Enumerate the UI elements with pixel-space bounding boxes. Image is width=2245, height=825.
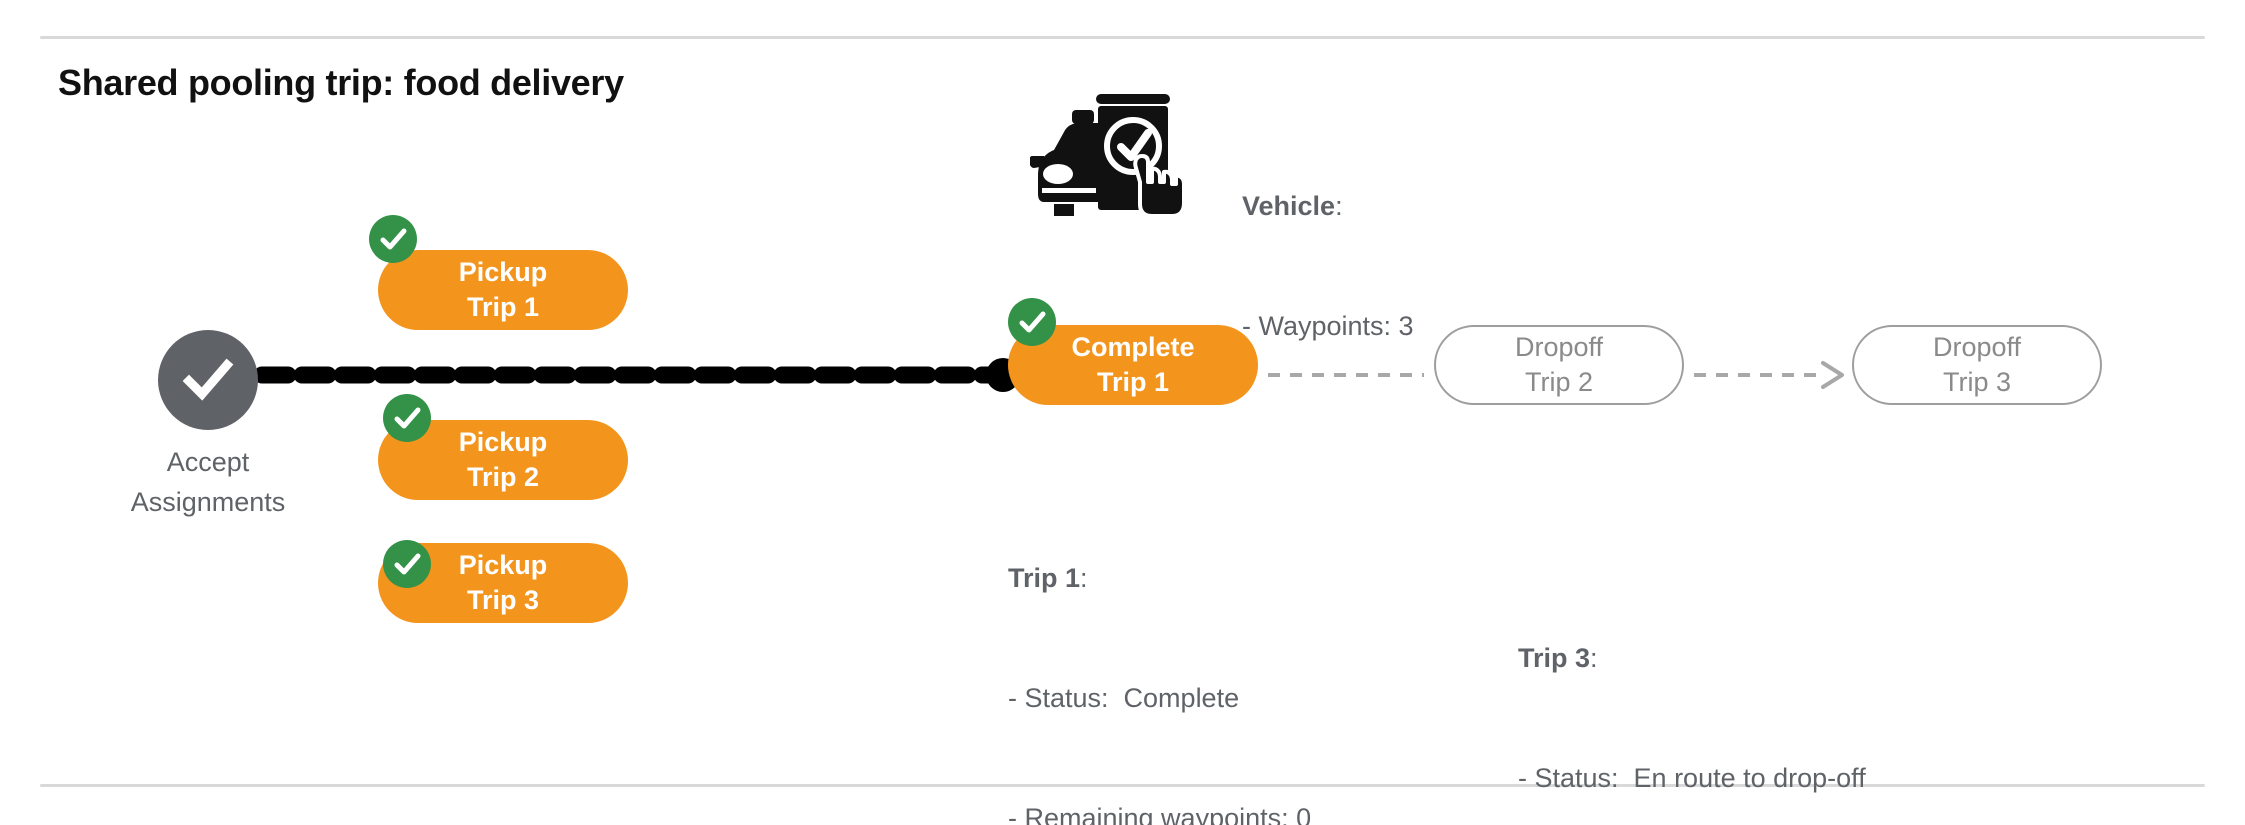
trip-1-status: - Status: Complete (1008, 683, 1240, 713)
pickup-trip-1-check-badge-icon (369, 215, 417, 263)
vehicle-info-heading-row: Vehicle: (1242, 186, 1414, 226)
vehicle-phone-check-icon (1030, 94, 1186, 216)
trip-details-left-block: Trip 1: - Status: Complete - Remaining w… (1008, 478, 1356, 825)
dropoff-trip-3-line1: Dropoff (1932, 332, 2022, 362)
pickup-trip-1-line1: Pickup (458, 257, 548, 287)
dropoff-trip-3-line2: Trip 3 (1942, 367, 2011, 397)
top-divider (40, 36, 2205, 39)
complete-trip-1-line1: Complete (1071, 332, 1195, 362)
pickup-trip-1-node[interactable]: Pickup Trip 1 (378, 250, 628, 330)
accept-assignments-label-line1: Accept (166, 447, 250, 477)
pickup-trip-3-line2: Trip 3 (466, 585, 540, 615)
complete-trip-1-node[interactable]: Complete Trip 1 (1008, 325, 1258, 405)
pickup-trip-3-line1: Pickup (458, 550, 548, 580)
pickup-trip-2-line2: Trip 2 (466, 462, 540, 492)
pickup-trip-2-check-badge-icon (383, 394, 431, 442)
dropoff-trip-2-line2: Trip 2 (1524, 367, 1593, 397)
vehicle-info-heading-suffix: : (1335, 191, 1343, 221)
bottom-divider (40, 784, 2205, 787)
accept-assignments-label: Accept Assignments (88, 442, 328, 522)
complete-trip-1-check-badge-icon (1008, 298, 1056, 346)
check-icon (394, 407, 421, 429)
pickup-trip-2-node[interactable]: Pickup Trip 2 (378, 420, 628, 500)
check-icon (380, 228, 407, 250)
trip-1-heading-suffix: : (1080, 563, 1088, 593)
trip-details-right-block: Trip 3: - Status: En route to drop-off -… (1518, 558, 1866, 825)
vehicle-info-waypoints: - Waypoints: 3 (1242, 311, 1414, 341)
complete-trip-1-line2: Trip 1 (1096, 367, 1170, 397)
accept-assignments-label-line2: Assignments (130, 487, 286, 517)
vehicle-info-heading: Vehicle (1242, 191, 1336, 221)
check-icon (394, 553, 421, 575)
trip-3-heading-row: Trip 3: (1518, 638, 1866, 678)
trip-3-heading: Trip 3 (1518, 643, 1591, 673)
trip-1-heading-row: Trip 1: (1008, 558, 1356, 598)
trip-3-status: - Status: En route to drop-off (1518, 763, 1866, 793)
vehicle-info-block: Vehicle: - Waypoints: 3 (1242, 106, 1414, 426)
check-icon (1019, 311, 1046, 333)
dropoff-trip-3-node[interactable]: Dropoff Trip 3 (1852, 325, 2102, 405)
trip-1-waypoints: - Remaining waypoints: 0 (1008, 803, 1312, 825)
dropoff-trip-2-line1: Dropoff (1514, 332, 1604, 362)
pickup-trip-3-check-badge-icon (383, 540, 431, 588)
check-circle-icon (182, 358, 234, 401)
trip-1-heading: Trip 1 (1008, 563, 1081, 593)
page-title: Shared pooling trip: food delivery (58, 62, 624, 103)
accept-assignments-circle (158, 330, 258, 430)
pickup-trip-2-line1: Pickup (458, 427, 548, 457)
accept-assignments-node[interactable] (158, 330, 258, 430)
arrowhead-icon (1821, 361, 1844, 389)
dropoff-trip-2-node[interactable]: Dropoff Trip 2 (1434, 325, 1684, 405)
pickup-trip-1-line2: Trip 1 (466, 292, 540, 322)
trip-3-heading-suffix: : (1590, 643, 1598, 673)
